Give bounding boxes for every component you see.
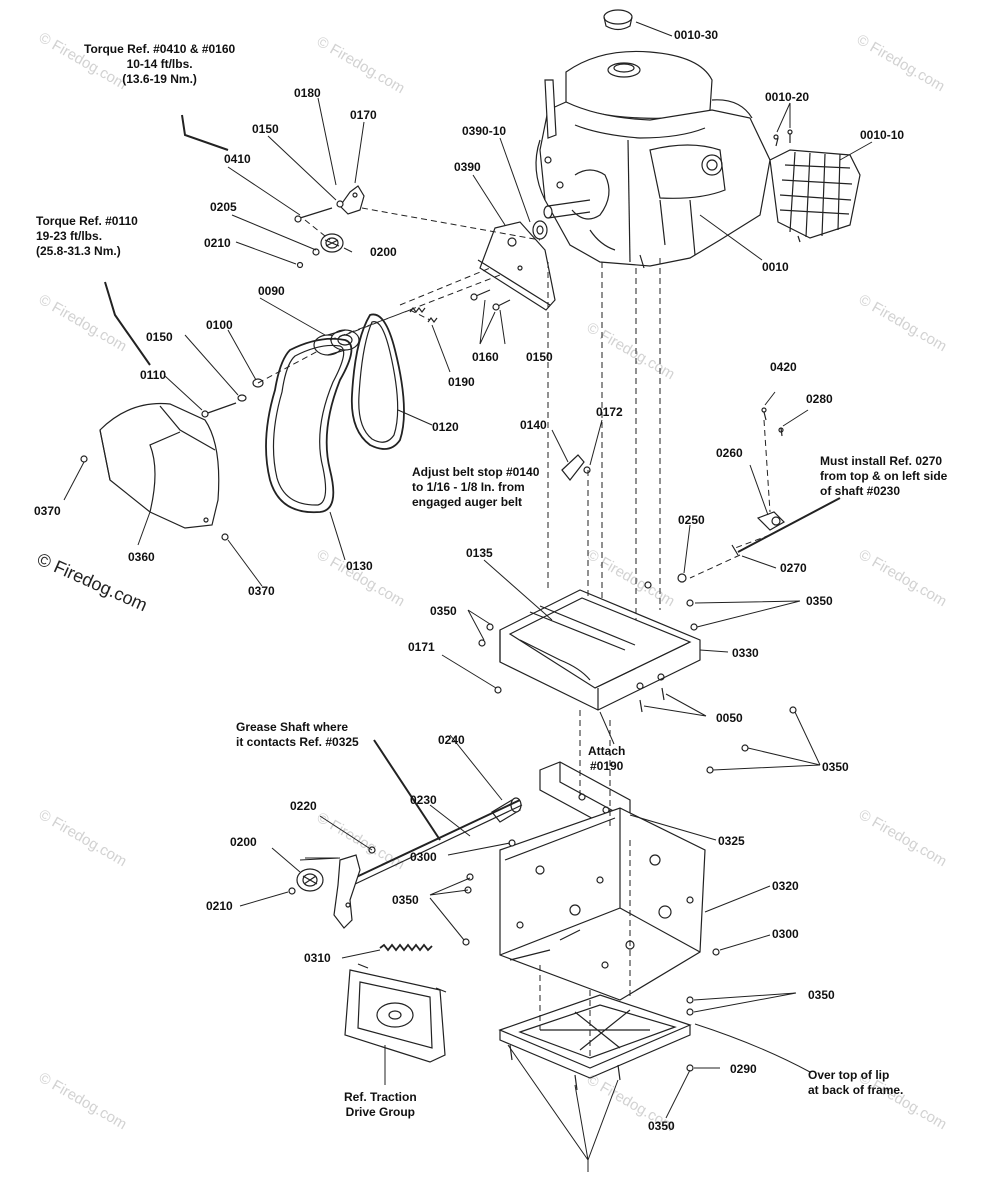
belt-guard-plate (470, 220, 556, 311)
callout-0172: 0172 (596, 405, 623, 419)
must-install-line: of shaft #0230 (820, 484, 901, 498)
over-top-line: at back of frame. (808, 1083, 904, 1097)
callout-0110: 0110 (140, 368, 167, 382)
grease-shaft-line: Grease Shaft where (236, 720, 349, 734)
callout-0050: 0050 (716, 711, 743, 725)
callout-0290: 0290 (730, 1062, 757, 1076)
torque-note-line: 10-14 ft/lbs. (126, 57, 193, 71)
belt-stop (561, 454, 591, 481)
callout-0010: 0010 (762, 260, 789, 274)
attach-note: Attach #0190 (588, 744, 625, 774)
callout-0205: 0205 (210, 200, 237, 214)
over-top-line: Over top of lip (808, 1068, 890, 1082)
callout-0200: 0200 (230, 835, 257, 849)
adjust-belt-line: to 1/16 - 1/8 In. from (412, 480, 525, 494)
callout-0150: 0150 (526, 350, 553, 364)
callout-0210: 0210 (204, 236, 231, 250)
callout-0135: 0135 (466, 546, 493, 560)
callout-0171: 0171 (408, 640, 435, 654)
callout-0120: 0120 (432, 420, 459, 434)
callout-0350: 0350 (822, 760, 849, 774)
callout-0190: 0190 (448, 375, 475, 389)
callout-0010-30: 0010-30 (674, 28, 719, 42)
belt-cover (80, 402, 229, 541)
callout-0150: 0150 (146, 330, 173, 344)
grease-shaft-line: it contacts Ref. #0325 (236, 735, 359, 749)
lower-idler-assembly (288, 846, 447, 1063)
callout-0150: 0150 (252, 122, 279, 136)
idler-arm-assembly (294, 185, 438, 323)
callout-0370: 0370 (34, 504, 61, 518)
attach-line: #0190 (589, 759, 624, 773)
torque-note-line: 19-23 ft/lbs. (36, 229, 103, 243)
grease-shaft-note: Grease Shaft where it contacts Ref. #032… (236, 720, 359, 750)
callout-0390: 0390 (454, 160, 481, 174)
callout-0160: 0160 (472, 350, 499, 364)
muffler-guard (769, 129, 861, 243)
drive-belts (265, 313, 405, 514)
callout-0010-20: 0010-20 (765, 90, 810, 104)
adjust-belt-line: engaged auger belt (412, 495, 523, 509)
callout-0300: 0300 (410, 850, 437, 864)
over-top-note: Over top of lip at back of frame. (808, 1068, 903, 1098)
callout-0410: 0410 (224, 152, 251, 166)
callout-0270: 0270 (780, 561, 807, 575)
callout-0310: 0310 (304, 951, 331, 965)
callout-0320: 0320 (772, 879, 799, 893)
ref-traction-line: Ref. Traction (344, 1090, 417, 1104)
engine (535, 9, 771, 269)
shaft-bracket-block (677, 407, 785, 583)
callout-0010-10: 0010-10 (860, 128, 905, 142)
callout-0100: 0100 (206, 318, 233, 332)
torque-note-line: (13.6-19 Nm.) (122, 72, 197, 86)
callout-0280: 0280 (806, 392, 833, 406)
torque-note-line: (25.8-31.3 Nm.) (36, 244, 121, 258)
torque-note-0410: Torque Ref. #0410 & #0160 10-14 ft/lbs. … (84, 42, 235, 87)
ref-traction-note: Ref. Traction Drive Group (344, 1090, 417, 1120)
callout-0170: 0170 (350, 108, 377, 122)
attach-line: Attach (588, 744, 626, 758)
alignment-lines (257, 207, 771, 1060)
torque-note-line: Torque Ref. #0110 (36, 214, 138, 228)
callout-0130: 0130 (346, 559, 373, 573)
callout-0090: 0090 (258, 284, 285, 298)
callout-0230: 0230 (410, 793, 437, 807)
callout-0210: 0210 (206, 899, 233, 913)
torque-note-0110: Torque Ref. #0110 19-23 ft/lbs. (25.8-31… (36, 214, 138, 259)
callout-0360: 0360 (128, 550, 155, 564)
callout-0370: 0370 (248, 584, 275, 598)
callout-0390-10: 0390-10 (462, 124, 507, 138)
adjust-belt-note: Adjust belt stop #0140 to 1/16 - 1/8 In.… (412, 465, 539, 510)
shaft (349, 799, 521, 881)
callout-0200: 0200 (370, 245, 397, 259)
callout-0180: 0180 (294, 86, 321, 100)
torque-note-line: Torque Ref. #0410 & #0160 (84, 42, 236, 56)
must-install-line: Must install Ref. 0270 (820, 454, 943, 468)
callout-0350: 0350 (430, 604, 457, 618)
must-install-line: from top & on left side (820, 469, 948, 483)
callout-0300: 0300 (772, 927, 799, 941)
callout-0240: 0240 (438, 733, 465, 747)
engine-pulley (201, 329, 360, 418)
leader-lines (63, 21, 873, 1172)
shaft-edge (352, 804, 523, 886)
callout-0140: 0140 (520, 418, 547, 432)
adjust-belt-line: Adjust belt stop #0140 (412, 465, 540, 479)
callout-0350: 0350 (648, 1119, 675, 1133)
callout-0350: 0350 (392, 893, 419, 907)
callout-0220: 0220 (290, 799, 317, 813)
callout-0260: 0260 (716, 446, 743, 460)
ref-traction-line: Drive Group (345, 1105, 416, 1119)
must-install-note: Must install Ref. 0270 from top & on lef… (820, 454, 947, 499)
upper-frame (478, 581, 797, 774)
callout-0350: 0350 (808, 988, 835, 1002)
bottom-plate (498, 994, 692, 1091)
callout-0420: 0420 (770, 360, 797, 374)
callout-0250: 0250 (678, 513, 705, 527)
callout-0325: 0325 (718, 834, 745, 848)
callout-0350: 0350 (806, 594, 833, 608)
callout-0330: 0330 (732, 646, 759, 660)
